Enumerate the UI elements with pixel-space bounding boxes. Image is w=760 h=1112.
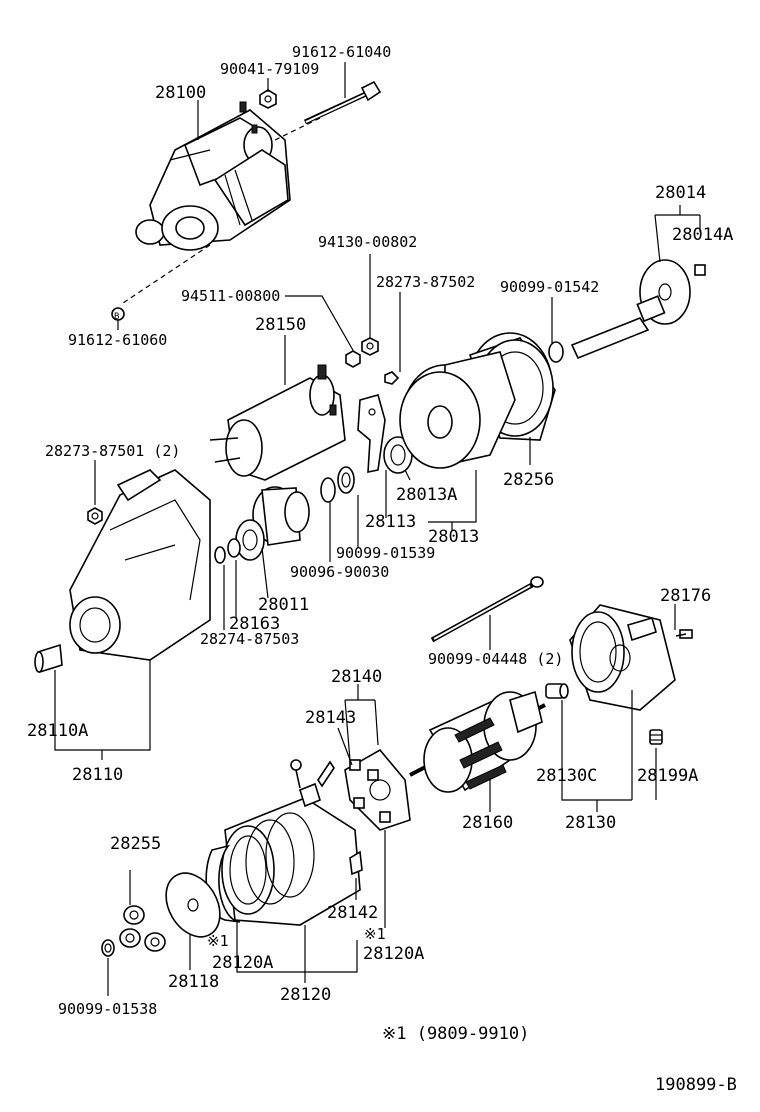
label-28110A: 28110A	[27, 721, 88, 741]
clutch-drawing	[235, 486, 310, 561]
dust-cover-drawing	[165, 872, 221, 938]
bolt-guide-line	[119, 244, 211, 306]
label-28011: 28011	[258, 595, 309, 615]
label-28014: 28014	[655, 183, 706, 203]
starter-bolt-drawing	[303, 80, 382, 125]
label-90099-01542: 90099-01542	[500, 278, 599, 296]
label-28163: 28163	[229, 614, 280, 634]
bearing-set-drawing	[119, 905, 166, 952]
label-28130: 28130	[565, 813, 616, 833]
retainer-ring-drawing	[227, 538, 241, 558]
footnote: ※1 (9809-9910)	[382, 1024, 529, 1044]
label-28120: 28120	[280, 985, 331, 1005]
end-frame-screw-drawing	[675, 629, 693, 639]
solenoid-drawing	[209, 364, 346, 481]
gear-housing-drawing	[399, 332, 556, 469]
label-28120A-left: 28120A	[212, 953, 273, 973]
label-90099-01538: 90099-01538	[58, 1000, 157, 1018]
note-mark-left: ※1	[207, 932, 229, 950]
field-frame-drawing	[221, 759, 363, 926]
label-28255: 28255	[110, 834, 161, 854]
label-91612-61060: 91612-61060	[68, 331, 167, 349]
end-frame-drawing	[569, 604, 676, 711]
label-28113: 28113	[365, 512, 416, 532]
label-90041-79109: 90041-79109	[220, 60, 319, 78]
label-28013A: 28013A	[396, 485, 457, 505]
label-28142: 28142	[327, 903, 378, 923]
label-28120A-right: 28120A	[363, 944, 424, 964]
starter-nut-drawing	[259, 89, 277, 109]
output-shaft-drawing	[570, 259, 706, 360]
drive-lever-drawing	[357, 371, 400, 473]
label-90099-01539: 90099-01539	[336, 544, 435, 562]
washer-drawing	[101, 939, 115, 957]
label-28118: 28118	[168, 972, 219, 992]
housing-nut-drawing	[87, 507, 103, 525]
solenoid-nuts-drawing	[345, 337, 379, 368]
label-28176: 28176	[660, 586, 711, 606]
label-91612-61040: 91612-61040	[292, 43, 391, 61]
ref-b-marker: B	[111, 307, 125, 322]
starter-assembly-drawing	[135, 101, 291, 251]
label-28014A: 28014A	[672, 225, 733, 245]
label-28273-87502: 28273-87502	[376, 273, 475, 291]
label-28130C: 28130C	[536, 766, 597, 786]
label-28160: 28160	[462, 813, 513, 833]
leader-lines	[54, 62, 701, 996]
label-28273-87501: 28273-87501 (2)	[45, 442, 180, 460]
end-bushing-drawing	[545, 683, 569, 699]
label-28013: 28013	[428, 527, 479, 547]
end-plug-drawing	[649, 729, 663, 745]
ref-marker-text: B	[114, 312, 119, 322]
snap-ring-drawing	[214, 546, 226, 564]
label-28256: 28256	[503, 470, 554, 490]
washer-drawing	[548, 341, 564, 363]
label-28143: 28143	[305, 708, 356, 728]
figure-id: 190899-B	[655, 1075, 737, 1095]
label-94511-00800: 94511-00800	[181, 287, 280, 305]
brush-holder-drawing	[344, 748, 411, 831]
armature-drawing	[409, 690, 546, 793]
label-28100: 28100	[155, 83, 206, 103]
note-mark-right: ※1	[364, 925, 386, 943]
part-number-labels: 91612-61040 90041-79109 28100 91612-6106…	[27, 43, 737, 1095]
label-28274-87503: 28274-87503	[200, 630, 299, 648]
label-90096-90030: 90096-90030	[290, 563, 389, 581]
label-28140: 28140	[331, 667, 382, 687]
label-28150: 28150	[255, 315, 306, 335]
label-94130-00802: 94130-00802	[318, 233, 417, 251]
through-bolt-drawing	[430, 576, 544, 643]
washer-drawing	[337, 466, 355, 494]
housing-cap-drawing	[34, 643, 63, 674]
label-28199A: 28199A	[637, 766, 698, 786]
drive-housing-drawing	[69, 469, 211, 661]
washer-drawing	[320, 477, 336, 503]
label-90099-04448: 90099-04448 (2)	[428, 650, 563, 668]
label-28110: 28110	[72, 765, 123, 785]
